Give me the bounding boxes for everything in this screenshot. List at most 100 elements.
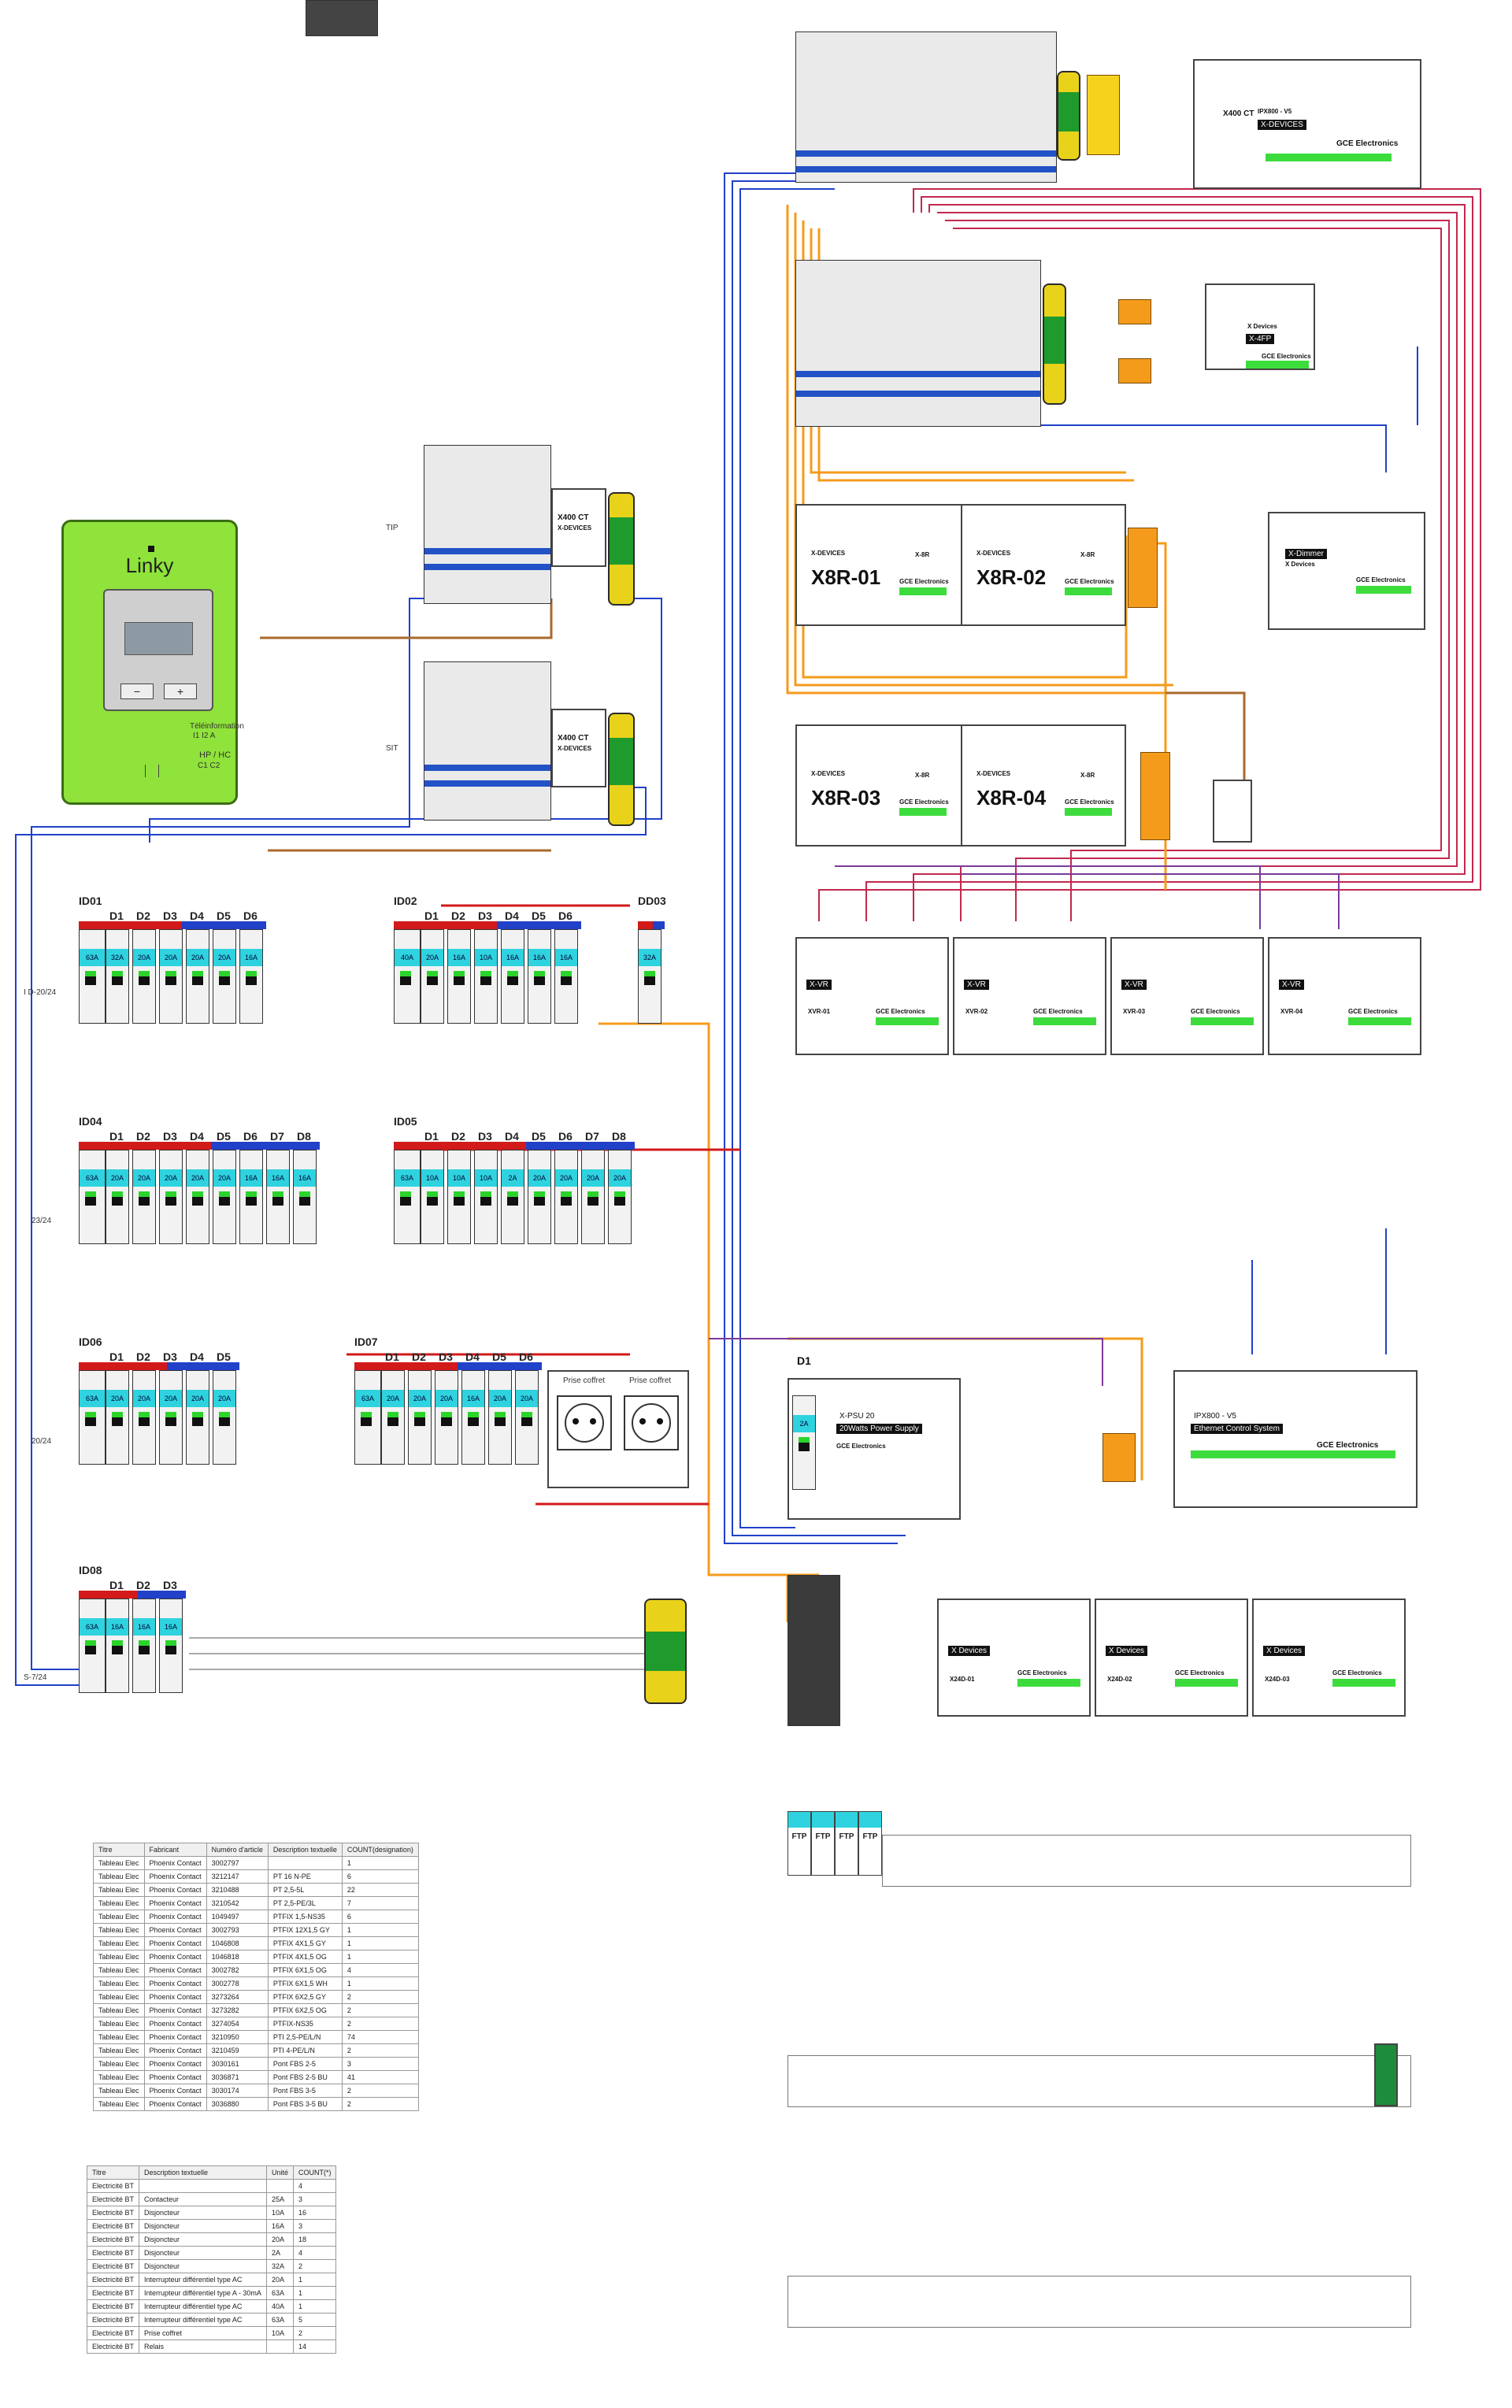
breaker-rating: 16A xyxy=(240,1169,262,1187)
linky-teleinfo-pins: I1 I2 A xyxy=(193,732,216,740)
table-cell: Tableau Elec xyxy=(93,2003,145,2017)
differential-switch[interactable]: 63A xyxy=(79,1150,106,1244)
ipx800-green-strip xyxy=(1191,1450,1395,1458)
breaker-rating: 16A xyxy=(240,949,262,966)
breaker-rating: 32A xyxy=(639,949,661,966)
sit-strip xyxy=(424,780,550,787)
linky-minus-button[interactable]: − xyxy=(120,684,154,699)
neutral-busbar xyxy=(496,921,581,929)
table-cell: 1 xyxy=(292,2299,337,2314)
table-cell: Phoenix Contact xyxy=(143,2057,207,2071)
breaker-rating: 20A xyxy=(106,1169,128,1187)
breaker-on-indicator xyxy=(165,1412,176,1417)
table-cell: 1 xyxy=(341,1856,419,1870)
circuit-breaker[interactable]: 32A xyxy=(638,929,662,1024)
breaker-name-label: D6 xyxy=(558,909,573,922)
table-cell: Disjoncteur xyxy=(139,2206,267,2220)
breaker-on-indicator xyxy=(246,971,257,976)
table-cell: 1 xyxy=(341,1923,419,1937)
table-cell: Electricité BT xyxy=(86,2339,140,2354)
psu-area: 2A X-PSU 20 20Watts Power Supply GCE Ele… xyxy=(788,1378,961,1520)
green-relay-module xyxy=(1374,2043,1398,2106)
ftp-label: FTP xyxy=(839,1832,854,1841)
table-cell: PTFIX 6X2,5 GY xyxy=(267,1990,343,2004)
linky-plus-button[interactable]: + xyxy=(164,684,197,699)
table-cell: 3 xyxy=(292,2219,337,2233)
xvr-name: XVR-03 xyxy=(1123,1008,1146,1015)
differential-switch[interactable]: 40A xyxy=(394,929,421,1024)
breaker-rating: 16A xyxy=(267,1169,289,1187)
crimson-cable-bundle xyxy=(818,188,1481,921)
table-cell: Phoenix Contact xyxy=(143,2017,207,2031)
differential-switch[interactable]: 63A xyxy=(79,1599,106,1693)
breaker-name-label: D6 xyxy=(243,1130,258,1143)
circuit-breaker[interactable]: 16A D6 xyxy=(239,1130,263,1244)
table-cell: Phoenix Contact xyxy=(143,1856,207,1870)
differential-switch[interactable]: 63A xyxy=(79,1370,106,1465)
table-cell: 18 xyxy=(292,2232,337,2247)
ftp-top xyxy=(859,1812,881,1828)
x400-sit-name: X400 CT xyxy=(558,734,589,743)
sockets-panel: Prise coffret Prise coffret xyxy=(547,1370,689,1488)
breaker-on-indicator xyxy=(427,1191,438,1197)
breaker-on-indicator xyxy=(561,971,572,976)
table-cell: 1046808 xyxy=(206,1936,269,1950)
breaker-on-indicator xyxy=(361,1412,372,1417)
differential-switch[interactable]: 63A xyxy=(394,1150,421,1244)
neutral-busbar xyxy=(457,1362,542,1370)
breaker-rating: 20A xyxy=(133,1390,155,1407)
table-cell: 3210488 xyxy=(206,1883,269,1897)
x24d-maker: GCE Electronics xyxy=(1017,1669,1067,1676)
differential-switch[interactable]: 63A xyxy=(354,1370,381,1465)
differential-switch[interactable]: 63A xyxy=(79,929,106,1024)
breaker-on-indicator xyxy=(192,1412,203,1417)
blue-cable-bundle xyxy=(15,172,1418,1686)
